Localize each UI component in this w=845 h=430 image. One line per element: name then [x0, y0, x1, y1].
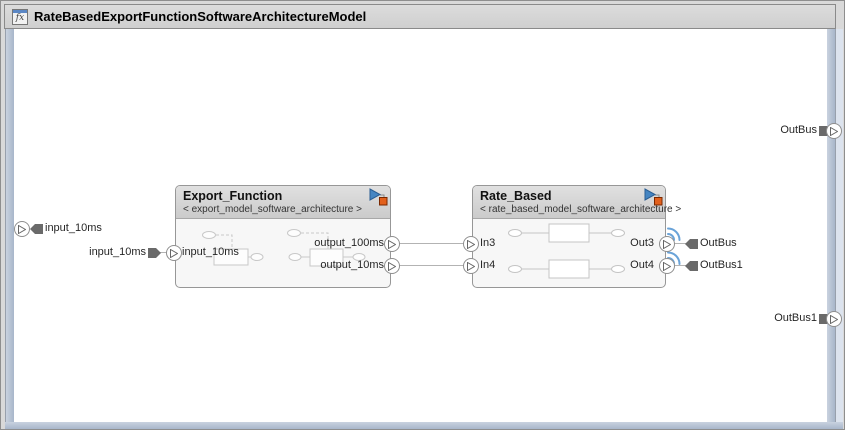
boundary-output2-label[interactable]: OutBus1 — [774, 312, 817, 324]
fx-icon-glyph: fx — [15, 12, 25, 23]
signal-line-output10ms-to-in4[interactable] — [392, 265, 471, 266]
signal-line-out3-connector[interactable] — [667, 243, 686, 244]
rate-based-subtitle: < rate_based_model_software_architecture… — [480, 204, 682, 215]
fx-icon-titlebar-stripe — [13, 9, 27, 13]
rate-out4-port-label[interactable]: Out4 — [630, 259, 654, 271]
rate-in4-port-label[interactable]: In4 — [480, 259, 496, 271]
rate-based-content-preview — [508, 223, 625, 279]
model-boundary-right — [827, 29, 836, 422]
rate-out3-connector-label[interactable]: OutBus — [700, 237, 737, 249]
export-output2-port[interactable] — [384, 258, 400, 274]
rate-out4-port[interactable] — [659, 258, 675, 274]
triangle-port-icon — [830, 126, 838, 136]
rate-based-header[interactable]: Rate_Based < rate_based_model_software_a… — [473, 186, 682, 219]
signal-line-input-connector[interactable] — [159, 252, 169, 253]
rate-out3-tag-icon[interactable] — [685, 239, 698, 249]
boundary-input-tag-icon[interactable] — [30, 224, 43, 234]
boundary-output2-port[interactable] — [826, 311, 842, 327]
triangle-port-icon — [388, 261, 396, 271]
export-output1-port-label[interactable]: output_100ms — [314, 237, 384, 249]
rate-out3-port[interactable] — [659, 236, 675, 252]
export-function-title: Export_Function — [183, 189, 283, 203]
boundary-output1-port[interactable] — [826, 123, 842, 139]
export-function-badge-icon — [369, 188, 388, 206]
triangle-port-icon — [388, 239, 396, 249]
fx-model-icon: fx — [12, 8, 28, 25]
triangle-port-icon — [170, 248, 178, 258]
triangle-port-icon — [663, 239, 671, 249]
canvas-right-margin — [836, 29, 843, 422]
rate-based-title: Rate_Based — [480, 189, 552, 203]
model-boundary-left — [5, 29, 14, 422]
model-canvas[interactable] — [5, 29, 836, 422]
triangle-port-icon — [18, 224, 26, 234]
rate-in3-port-label[interactable]: In3 — [480, 237, 496, 249]
export-output1-port[interactable] — [384, 236, 400, 252]
rate-based-badge-icon — [644, 188, 663, 206]
rate-in3-port[interactable] — [463, 236, 479, 252]
export-function-subtitle: < export_model_software_architecture > — [183, 204, 362, 215]
rate-in4-port[interactable] — [463, 258, 479, 274]
boundary-input-label[interactable]: input_10ms — [45, 222, 102, 234]
export-function-content-preview — [202, 229, 366, 267]
triangle-port-icon — [830, 314, 838, 324]
export-input-tag-icon[interactable] — [148, 248, 161, 258]
export-function-header[interactable]: Export_Function < export_model_software_… — [176, 186, 390, 219]
model-title: RateBasedExportFunctionSoftwareArchitect… — [34, 9, 367, 24]
signal-line-out4-connector[interactable] — [667, 265, 686, 266]
triangle-port-icon — [663, 261, 671, 271]
boundary-input-port[interactable] — [14, 221, 30, 237]
triangle-port-icon — [467, 239, 475, 249]
export-input-port-label[interactable]: input_10ms — [182, 246, 239, 258]
signal-line-output100ms-to-in3[interactable] — [392, 243, 471, 244]
model-title-bar: fx RateBasedExportFunctionSoftwareArchit… — [4, 4, 836, 29]
rate-out3-port-label[interactable]: Out3 — [630, 237, 654, 249]
rate-out4-connector-label[interactable]: OutBus1 — [700, 259, 743, 271]
boundary-output1-label[interactable]: OutBus — [780, 124, 817, 136]
export-input-connector-label[interactable]: input_10ms — [89, 246, 146, 258]
rate-out4-tag-icon[interactable] — [685, 261, 698, 271]
export-output2-port-label[interactable]: output_10ms — [320, 259, 384, 271]
model-boundary-bottom — [5, 422, 843, 429]
triangle-port-icon — [467, 261, 475, 271]
export-input-port[interactable] — [166, 245, 182, 261]
